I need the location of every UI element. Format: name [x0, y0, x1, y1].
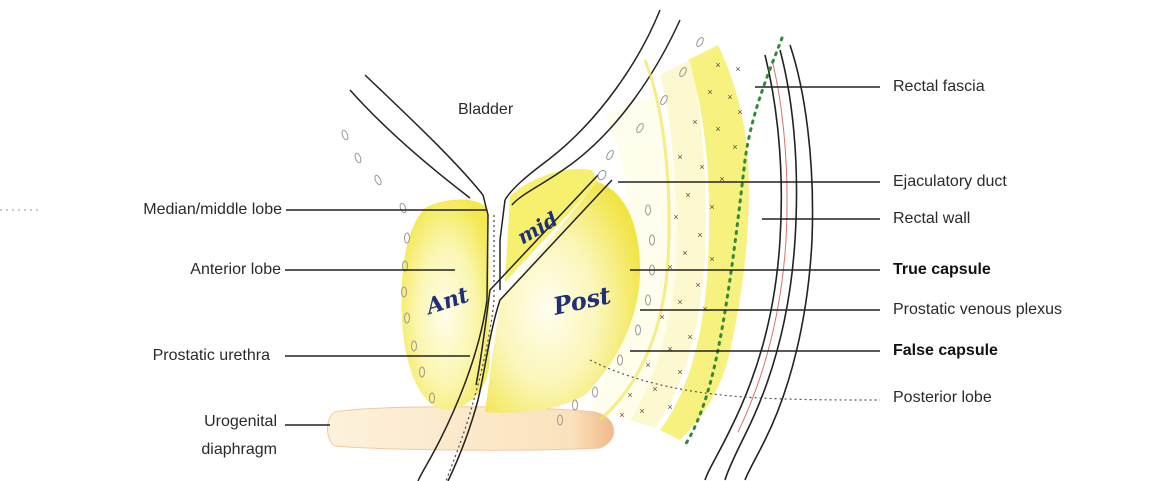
label-anterior-lobe: Anterior lobe [190, 260, 281, 280]
svg-text:×: × [639, 406, 644, 416]
label-urogenital-diaphragm-line1: Urogenital [204, 412, 277, 432]
svg-text:×: × [667, 344, 672, 354]
label-posterior-lobe: Posterior lobe [893, 388, 992, 408]
label-false-capsule: False capsule [893, 341, 998, 361]
label-bladder: Bladder [458, 100, 513, 120]
svg-text:×: × [677, 367, 682, 377]
svg-text:×: × [695, 280, 700, 290]
label-rectal-fascia: Rectal fascia [893, 77, 985, 97]
svg-text:×: × [645, 360, 650, 370]
svg-text:×: × [677, 152, 682, 162]
bladder-wall-left-inner [365, 75, 483, 195]
svg-text:×: × [685, 190, 690, 200]
svg-text:×: × [715, 60, 720, 70]
svg-text:×: × [709, 202, 714, 212]
svg-text:×: × [687, 332, 692, 342]
svg-text:×: × [667, 402, 672, 412]
svg-text:×: × [707, 87, 712, 97]
label-urogenital-diaphragm-line2: diaphragm [201, 440, 277, 460]
svg-text:×: × [699, 162, 704, 172]
svg-text:×: × [627, 390, 632, 400]
svg-text:×: × [692, 117, 697, 127]
label-rectal-wall: Rectal wall [893, 209, 970, 229]
svg-text:×: × [735, 64, 740, 74]
svg-text:×: × [715, 124, 720, 134]
svg-text:×: × [732, 142, 737, 152]
svg-text:×: × [673, 212, 678, 222]
label-prostatic-urethra: Prostatic urethra [153, 346, 270, 366]
svg-text:×: × [697, 230, 702, 240]
svg-text:×: × [619, 410, 624, 420]
label-ejaculatory-duct: Ejaculatory duct [893, 172, 1007, 192]
svg-text:×: × [682, 248, 687, 258]
svg-text:×: × [709, 254, 714, 264]
label-true-capsule: True capsule [893, 260, 991, 280]
svg-text:×: × [727, 92, 732, 102]
svg-text:×: × [652, 384, 657, 394]
bladder-wall-left-outer [350, 90, 470, 198]
svg-text:×: × [737, 107, 742, 117]
label-prostatic-venous-plexus: Prostatic venous plexus [893, 300, 1062, 320]
svg-text:×: × [702, 304, 707, 314]
svg-text:×: × [677, 297, 682, 307]
label-median-middle-lobe: Median/middle lobe [143, 200, 282, 220]
svg-text:×: × [659, 312, 664, 322]
